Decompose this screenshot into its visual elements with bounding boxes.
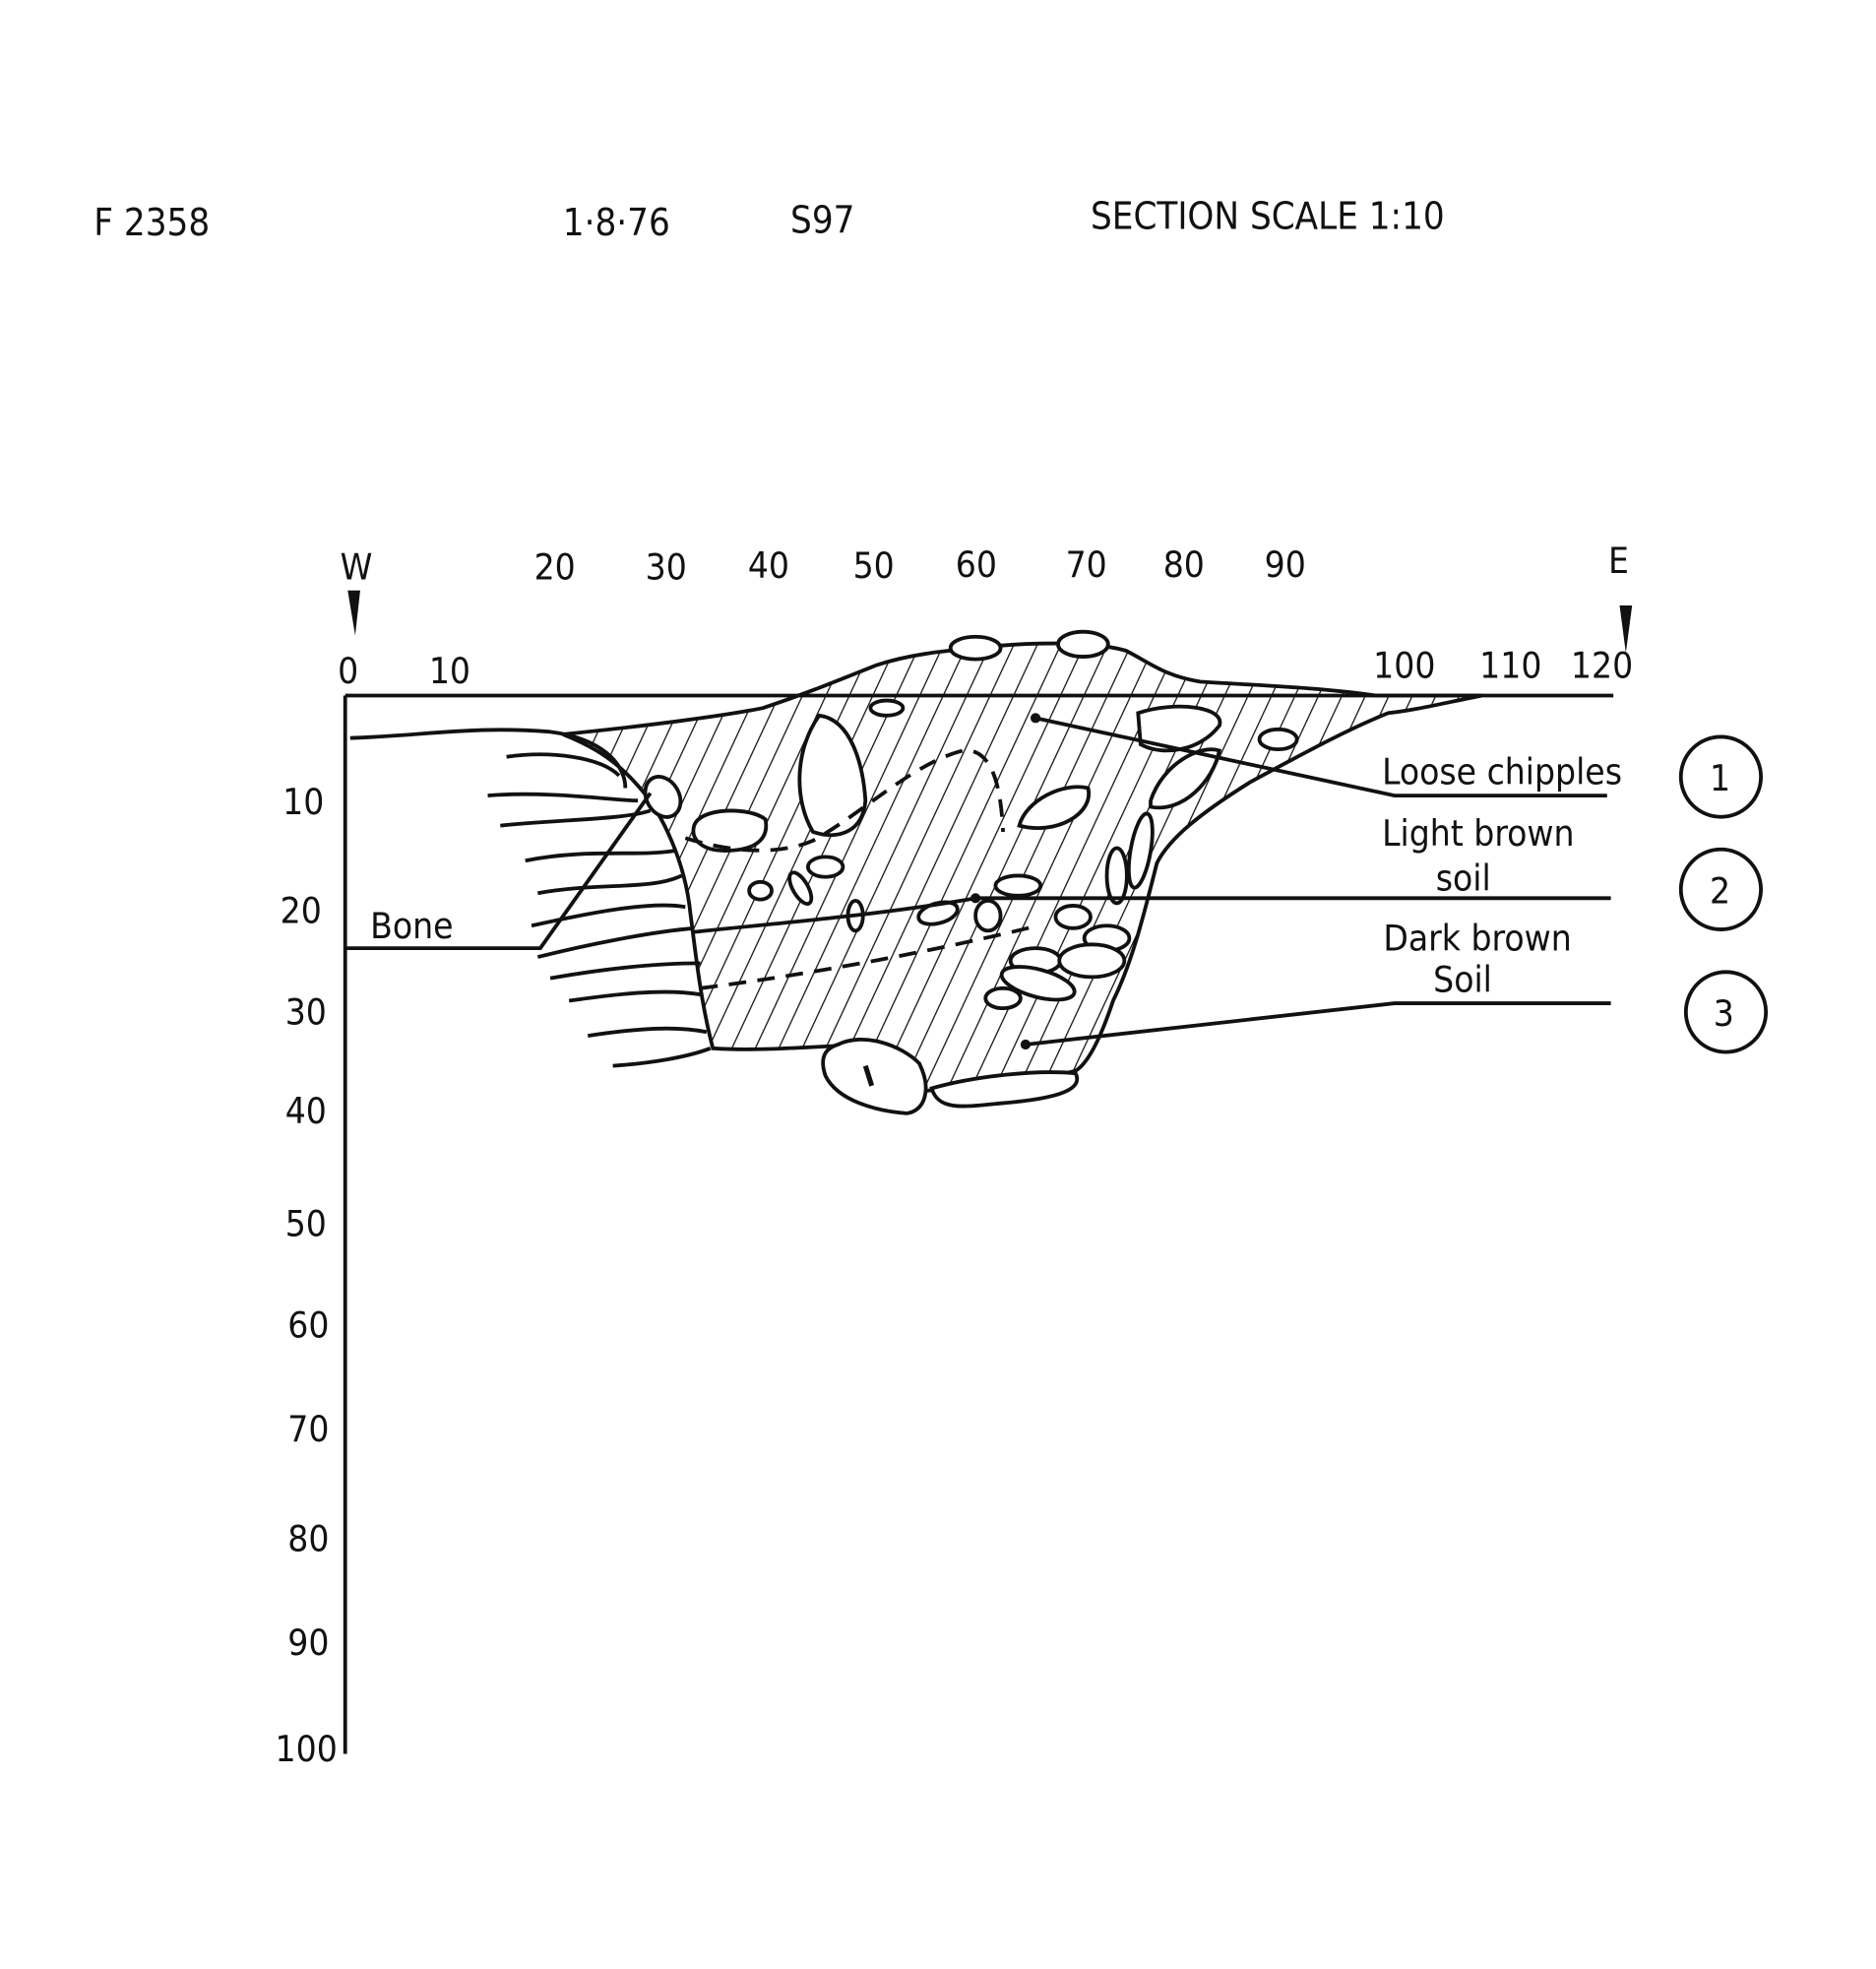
section-id: S97 — [790, 198, 854, 241]
depth-tick: 20 — [281, 890, 322, 932]
scale-tick: 40 — [748, 544, 789, 587]
scale-tick: 80 — [1163, 543, 1205, 586]
scale-tick: 90 — [1265, 543, 1306, 586]
layer-2-label-line1: Light brown — [1382, 812, 1574, 855]
layer-2-number: 2 — [1710, 869, 1730, 912]
scale-tick: 100 — [1373, 645, 1435, 687]
scale-tick: 30 — [646, 545, 687, 588]
scale-tick: 110 — [1479, 645, 1541, 687]
layer-1-label: Loose chipples — [1382, 751, 1622, 794]
stones — [643, 629, 1299, 1115]
west-label: W — [341, 545, 373, 588]
layer-3-point — [1020, 1039, 1032, 1050]
layer-3-circle — [1683, 970, 1769, 1054]
scale-tick: 60 — [956, 543, 997, 586]
layer-1-leader-line — [1034, 716, 1607, 798]
scale-tick: 50 — [853, 544, 895, 587]
vertical-scale: 10 20 30 40 50 60 70 80 90 100 — [276, 781, 338, 1770]
depth-tick: 90 — [287, 1621, 329, 1664]
layer-1-circle — [1678, 734, 1763, 819]
layer-boundary-2-3 — [700, 923, 1039, 990]
layer-boundary-solid — [694, 896, 976, 934]
depth-tick: 100 — [276, 1728, 338, 1770]
horizontal-scale-lower: 0 10 100 110 120 — [338, 645, 1633, 692]
layer-3-leader-line — [1025, 1001, 1611, 1047]
layer-2-circle — [1678, 847, 1763, 931]
feature-id: F 2358 — [94, 201, 210, 244]
scale-tick: 120 — [1571, 645, 1633, 687]
east-label: E — [1608, 540, 1629, 582]
horizontal-scale-upper: 20 30 40 50 60 70 80 90 — [534, 543, 1306, 589]
layer-3-label-line1: Dark brown — [1383, 918, 1571, 960]
bone-leader-line — [344, 792, 653, 951]
layer-3-label-line2: Soil — [1433, 959, 1492, 1001]
depth-tick: 30 — [285, 991, 327, 1034]
depth-tick: 70 — [287, 1408, 329, 1450]
scale-tick: 20 — [534, 545, 576, 588]
east-marker-icon — [1619, 604, 1633, 654]
bone-label: Bone — [370, 905, 453, 947]
depth-tick: 10 — [282, 781, 324, 823]
west-marker-icon — [347, 590, 360, 636]
layer-1-number: 1 — [1710, 757, 1730, 799]
depth-tick: 40 — [285, 1090, 327, 1132]
scale-tick: 70 — [1066, 543, 1107, 586]
feature-fill — [562, 641, 1483, 1094]
section-scale: SECTION SCALE 1:10 — [1091, 195, 1445, 238]
depth-tick: 60 — [287, 1303, 329, 1346]
date: 1·8·76 — [563, 201, 670, 244]
depth-tick: 50 — [285, 1202, 327, 1244]
layer-boundary-1-2 — [684, 748, 1005, 853]
scale-tick: 10 — [429, 650, 470, 692]
scale-tick: 0 — [338, 650, 358, 692]
depth-tick: 80 — [287, 1518, 329, 1560]
layer-3-number: 3 — [1714, 992, 1734, 1035]
layer-2-label-line2: soil — [1436, 857, 1491, 900]
